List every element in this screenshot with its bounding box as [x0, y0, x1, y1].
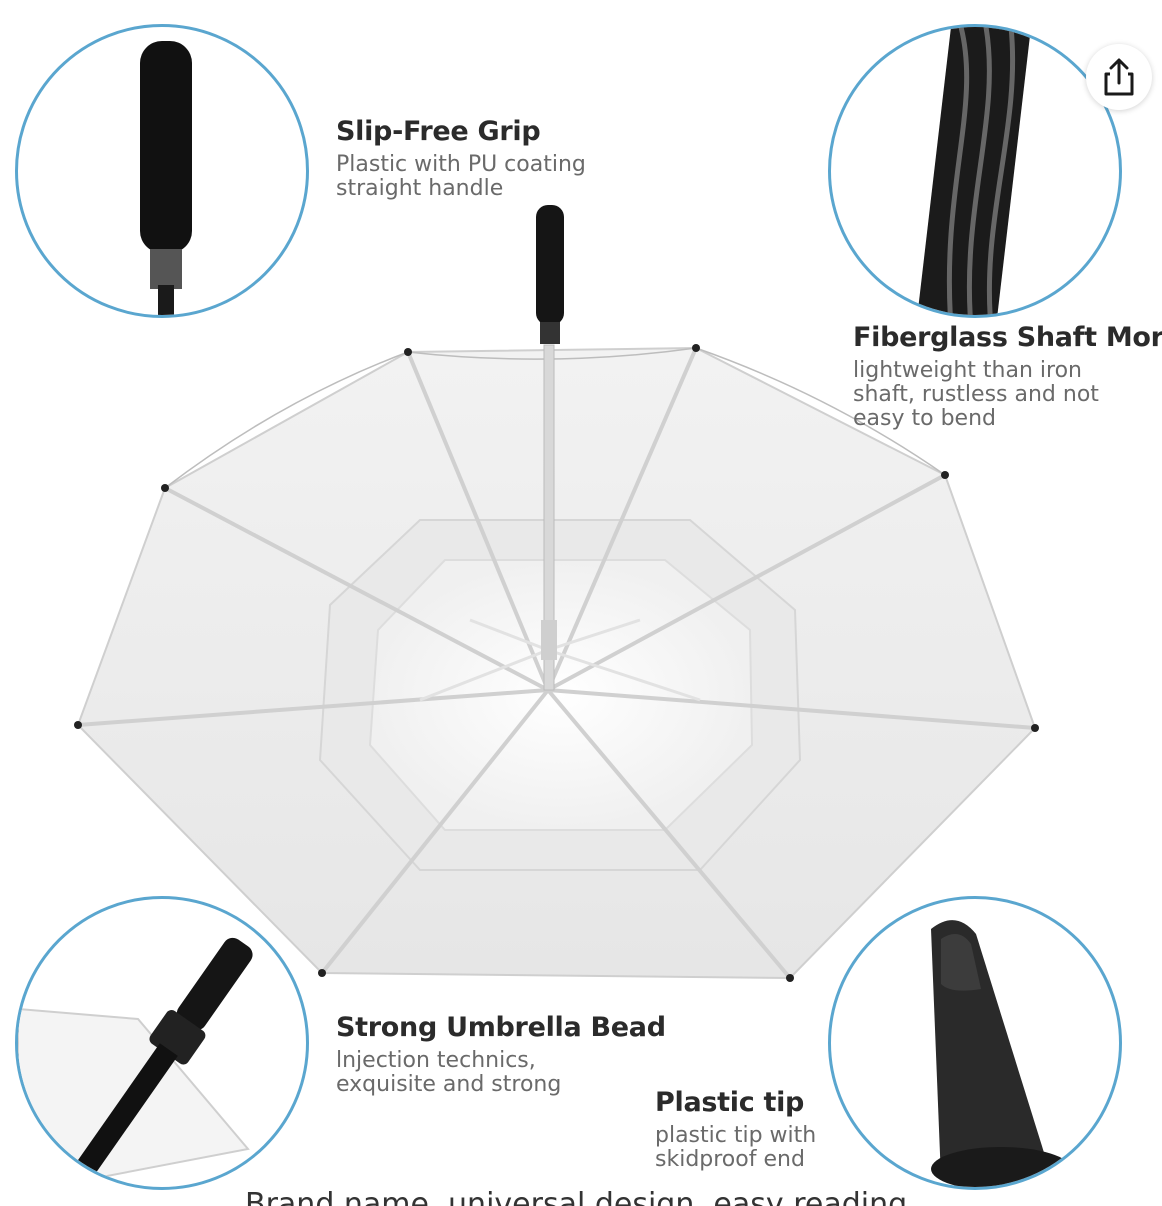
bead-feature-label: Strong Umbrella Bead lnjection technics,… [336, 1012, 666, 1097]
shaft-feature-label: Fiberglass Shaft More lightweight than i… [853, 322, 1162, 431]
shaft-detail-circle [828, 24, 1122, 318]
grip-feature-label: Slip-Free Grip Plastic with PU coating s… [336, 116, 586, 201]
tip-description: plastic tip with skidproof end [655, 1123, 817, 1172]
bead-title: Strong Umbrella Bead [336, 1012, 666, 1043]
share-icon [1104, 58, 1134, 96]
tip-detail-circle [828, 896, 1122, 1190]
grip-title: Slip-Free Grip [336, 116, 541, 147]
grip-photo [140, 41, 192, 315]
tip-title: Plastic tip [655, 1087, 805, 1118]
shaft-title: Fiberglass Shaft More [853, 322, 1162, 353]
tip-photo [931, 920, 1071, 1187]
bead-detail-circle [15, 896, 309, 1190]
bottom-caption: Brand name, universal design, easy readi… [245, 1190, 945, 1206]
grip-detail-circle [15, 24, 309, 318]
bead-photo [18, 937, 253, 1187]
bead-description: lnjection technics, exquisite and strong [336, 1048, 562, 1097]
tip-feature-label: Plastic tip plastic tip with skidproof e… [655, 1087, 816, 1172]
grip-description: Plastic with PU coating straight handle [336, 152, 586, 201]
share-button[interactable] [1086, 44, 1152, 110]
shaft-description: lightweight than iron shaft, rustless an… [853, 358, 1099, 431]
shaft-photo [917, 27, 1031, 315]
